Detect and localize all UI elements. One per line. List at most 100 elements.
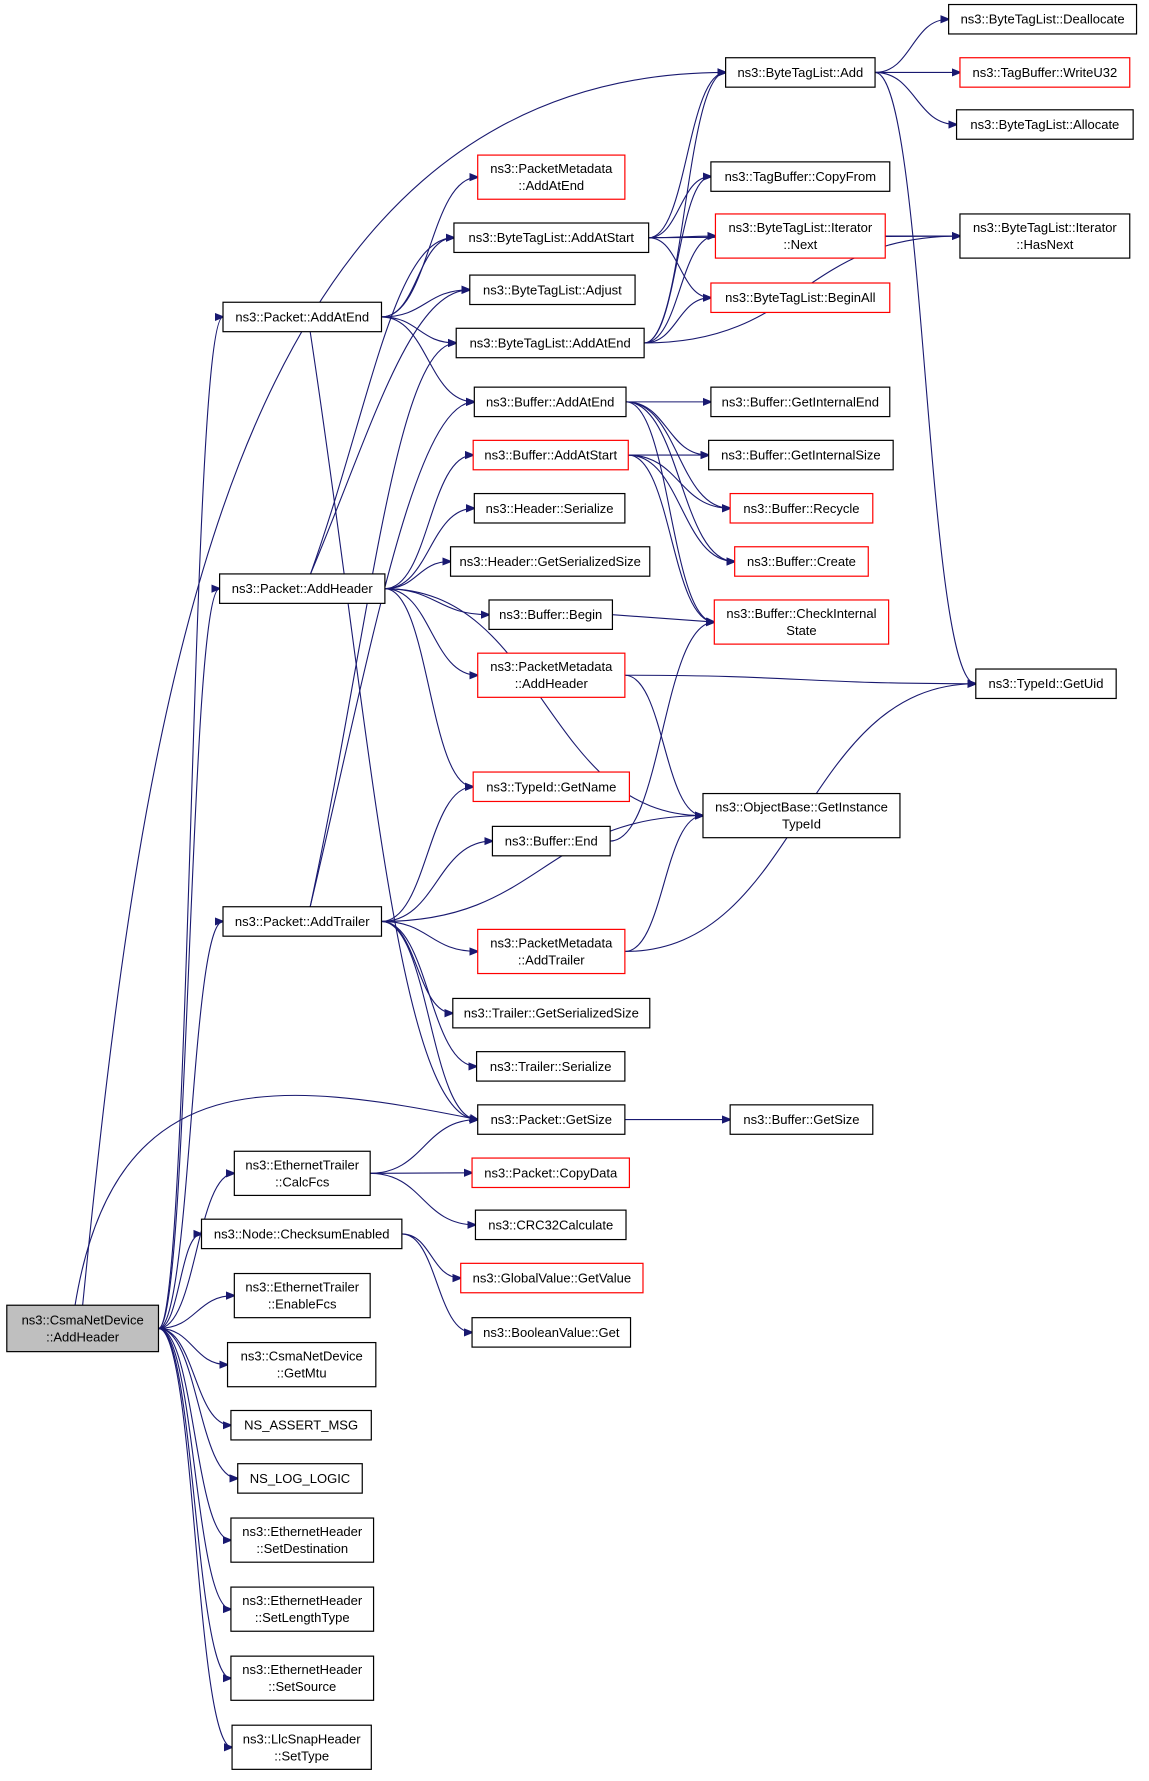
node-label-btl_dealloc-0: ns3::ByteTagList::Deallocate [961, 12, 1125, 27]
node-pkt_copydata[interactable]: ns3::Packet::CopyData [471, 1157, 631, 1189]
node-box-ob_getinstance [702, 792, 901, 839]
edge-root-to-eth_calcfcs [158, 1173, 234, 1329]
node-label-ns_log-0: NS_LOG_LOGIC [250, 1471, 350, 1486]
node-box-tb_writeu32 [959, 57, 1131, 88]
edge-buf_addatend-to-buf_checkinternal [625, 401, 714, 622]
node-buf_addatend[interactable]: ns3::Buffer::AddAtEnd [473, 386, 627, 418]
node-label-buf_getinternalsize-0: ns3::Buffer::GetInternalSize [721, 448, 880, 463]
node-label-pm_addtrailer-0: ns3::PacketMetadata [490, 935, 613, 950]
node-eh_setsrc[interactable]: ns3::EthernetHeader::SetSource [230, 1655, 375, 1701]
node-eth_enablefcs[interactable]: ns3::EthernetTrailer::EnableFcs [233, 1272, 371, 1319]
edge-pkt_addheader-to-btl_addatstart [309, 238, 454, 575]
node-trl_getsize[interactable]: ns3::Trailer::GetSerializedSize [452, 997, 651, 1029]
node-btl_addatstart[interactable]: ns3::ByteTagList::AddAtStart [453, 222, 650, 254]
node-node_checksum[interactable]: ns3::Node::ChecksumEnabled [200, 1218, 403, 1250]
node-tid_getuid[interactable]: ns3::TypeId::GetUid [975, 668, 1117, 700]
node-box-hdr_getsize [449, 546, 651, 577]
node-btl_beginall[interactable]: ns3::ByteTagList::BeginAll [710, 282, 891, 314]
node-pm_addtrailer[interactable]: ns3::PacketMetadata::AddTrailer [477, 928, 626, 975]
node-ns_log[interactable]: NS_LOG_LOGIC [237, 1463, 363, 1494]
edge-pkt_addheader-to-pm_addheader [384, 588, 478, 676]
node-llc_settype[interactable]: ns3::LlcSnapHeader::SetType [231, 1724, 372, 1770]
node-pkt_addtrailer[interactable]: ns3::Packet::AddTrailer [222, 906, 383, 937]
node-box-gv_getvalue [460, 1262, 644, 1294]
node-box-buf_end [491, 825, 611, 857]
node-box-tid_getuid [975, 668, 1117, 700]
node-btl_dealloc[interactable]: ns3::ByteTagList::Deallocate [948, 3, 1138, 35]
node-tid_getname[interactable]: ns3::TypeId::GetName [472, 771, 631, 803]
node-pkt_addheader[interactable]: ns3::Packet::AddHeader [219, 573, 386, 604]
edge-pkt_addheader-to-btl_adjust [310, 290, 470, 575]
node-box-pm_addtrailer [477, 928, 626, 975]
node-btl_add[interactable]: ns3::ByteTagList::Add [725, 57, 876, 88]
node-label-buf_create-0: ns3::Buffer::Create [747, 554, 856, 569]
node-box-btl_add [725, 57, 876, 88]
node-buf_addatstart[interactable]: ns3::Buffer::AddAtStart [472, 439, 629, 471]
node-eth_calcfcs[interactable]: ns3::EthernetTrailer::CalcFcs [233, 1150, 371, 1197]
node-box-buf_create [734, 546, 869, 577]
node-box-eh_setdest [230, 1517, 375, 1563]
node-eh_setdest[interactable]: ns3::EthernetHeader::SetDestination [230, 1517, 375, 1563]
node-label-llc_settype-1: ::SetType [274, 1748, 329, 1763]
node-pm_addheader[interactable]: ns3::PacketMetadata::AddHeader [477, 652, 626, 698]
node-label-eh_setlen-1: ::SetLengthType [255, 1610, 350, 1625]
node-btl_it_hasnext[interactable]: ns3::ByteTagList::Iterator::HasNext [959, 213, 1131, 259]
node-btl_addatend[interactable]: ns3::ByteTagList::AddAtEnd [455, 327, 645, 359]
node-btl_it_next[interactable]: ns3::ByteTagList::Iterator::Next [714, 213, 886, 259]
node-buf_create[interactable]: ns3::Buffer::Create [734, 546, 869, 577]
node-csma_getmtu[interactable]: ns3::CsmaNetDevice::GetMtu [226, 1341, 377, 1388]
edge-root-to-pkt_addatend [158, 317, 223, 1329]
node-label-buf_getsize-0: ns3::Buffer::GetSize [743, 1112, 859, 1127]
node-crc32[interactable]: ns3::CRC32Calculate [474, 1209, 627, 1241]
node-label-eth_calcfcs-0: ns3::EthernetTrailer [245, 1157, 359, 1172]
node-ns_assert[interactable]: NS_ASSERT_MSG [230, 1409, 372, 1441]
node-box-hdr_serialize [473, 492, 626, 524]
node-btl_allocate[interactable]: ns3::ByteTagList::Allocate [955, 109, 1134, 140]
node-label-hdr_serialize-0: ns3::Header::Serialize [486, 501, 614, 516]
node-buf_recycle[interactable]: ns3::Buffer::Recycle [729, 492, 874, 524]
edge-pkt_addtrailer-to-btl_addatend [309, 343, 456, 907]
edge-buf_addatstart-to-buf_checkinternal [628, 454, 714, 622]
edge-root-to-pkt_addheader [158, 589, 219, 1329]
edge-root-to-eh_setlen [158, 1327, 230, 1609]
node-box-pkt_addtrailer [222, 906, 383, 937]
node-pkt_getsize[interactable]: ns3::Packet::GetSize [477, 1104, 626, 1135]
edge-btl_add-to-tid_getuid [874, 71, 976, 683]
node-buf_begin[interactable]: ns3::Buffer::Begin [488, 599, 614, 631]
node-eh_setlen[interactable]: ns3::EthernetHeader::SetLengthType [230, 1586, 375, 1632]
node-label-llc_settype-0: ns3::LlcSnapHeader [243, 1731, 361, 1746]
node-box-buf_getinternalsize [708, 439, 894, 471]
node-pkt_addatend[interactable]: ns3::Packet::AddAtEnd [222, 301, 383, 333]
node-box-node_checksum [200, 1218, 403, 1250]
node-gv_getvalue[interactable]: ns3::GlobalValue::GetValue [460, 1262, 644, 1294]
node-box-pkt_addatend [222, 301, 383, 333]
node-root[interactable]: ns3::CsmaNetDevice::AddHeader [6, 1304, 160, 1353]
node-bv_get[interactable]: ns3::BooleanValue::Get [471, 1317, 632, 1348]
node-buf_getsize[interactable]: ns3::Buffer::GetSize [729, 1104, 874, 1135]
edge-pkt_addheader-to-tid_getname [384, 588, 473, 787]
edge-btl_addatend-to-tb_copyfrom [644, 177, 711, 344]
node-buf_getinternalsize[interactable]: ns3::Buffer::GetInternalSize [708, 439, 894, 471]
node-trl_serialize[interactable]: ns3::Trailer::Serialize [475, 1051, 626, 1082]
edge-pkt_addtrailer-to-trl_getsize [381, 920, 452, 1013]
edge-btl_addatstart-to-btl_add [648, 72, 726, 239]
edge-pkt_addtrailer-to-tid_getname [381, 787, 473, 923]
node-btl_adjust[interactable]: ns3::ByteTagList::Adjust [469, 274, 636, 306]
node-tb_writeu32[interactable]: ns3::TagBuffer::WriteU32 [959, 57, 1131, 88]
edge-btl_addatstart-to-btl_beginall [648, 237, 711, 298]
node-label-buf_recycle-0: ns3::Buffer::Recycle [743, 501, 859, 516]
node-label-buf_checkinternal-1: State [786, 623, 816, 638]
node-label-root-1: ::AddHeader [46, 1329, 120, 1344]
node-hdr_getsize[interactable]: ns3::Header::GetSerializedSize [449, 546, 651, 577]
node-pm_addatend[interactable]: ns3::PacketMetadata::AddAtEnd [477, 154, 626, 200]
edge-eth_calcfcs-to-pkt_copydata [370, 1173, 472, 1174]
node-buf_end[interactable]: ns3::Buffer::End [491, 825, 611, 857]
edge-node_checksum-to-gv_getvalue [401, 1233, 461, 1278]
node-hdr_serialize[interactable]: ns3::Header::Serialize [473, 492, 626, 524]
node-label-btl_beginall-0: ns3::ByteTagList::BeginAll [725, 290, 875, 305]
node-buf_getinternalend[interactable]: ns3::Buffer::GetInternalEnd [710, 386, 891, 418]
node-tb_copyfrom[interactable]: ns3::TagBuffer::CopyFrom [710, 161, 891, 192]
